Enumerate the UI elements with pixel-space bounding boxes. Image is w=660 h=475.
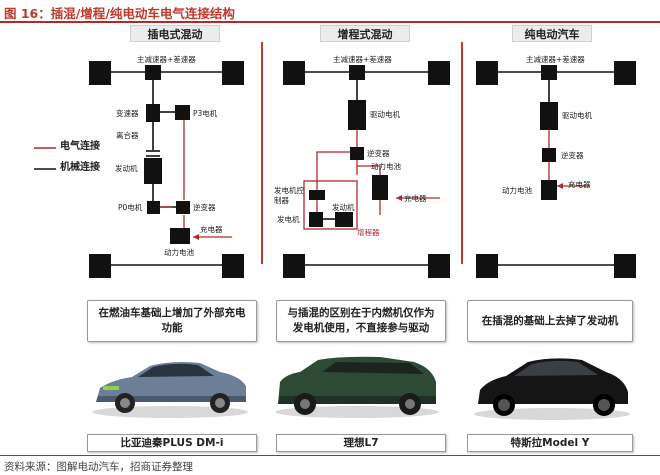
phev-inverter-label: 逆变器	[193, 203, 216, 212]
legend-electric-label: 电气连接	[60, 141, 100, 152]
erev-engine	[335, 212, 353, 227]
title-rule	[0, 21, 660, 23]
phev-car-image	[92, 362, 248, 418]
erev-car-name: 理想L7	[276, 434, 446, 452]
phev-p0-motor	[147, 201, 160, 214]
phev-mechanical-lines	[100, 71, 232, 266]
column-separator-2	[461, 42, 463, 264]
erev-electric-lines	[316, 130, 440, 215]
column-title-bev: 纯电动汽车	[512, 25, 592, 42]
erev-mechanical-lines	[294, 71, 438, 266]
phev-battery-label: 动力电池	[164, 248, 194, 257]
erev-battery	[372, 175, 388, 200]
phev-clutch	[146, 150, 160, 157]
phev-note: 在燃油车基础上增加了外部充电功能	[87, 300, 257, 342]
column-title-phev: 插电式混动	[130, 25, 220, 42]
column-title-erev: 增程式混动	[320, 25, 410, 42]
phev-wheel-front-left	[89, 61, 111, 85]
phev-inverter	[176, 201, 190, 214]
source-rule	[0, 455, 660, 456]
erev-generator	[309, 212, 323, 227]
phev-p0-motor-label: P0电机	[118, 203, 143, 212]
phev-main-reducer	[145, 65, 161, 80]
bev-drive-motor	[540, 102, 558, 130]
erev-engine-label: 发动机	[332, 203, 355, 212]
erev-wheel-rear-right	[428, 254, 450, 278]
phev-wheel-front-right	[222, 61, 244, 85]
bev-battery	[541, 180, 557, 200]
erev-generator-label: 发电机	[277, 215, 300, 224]
phev-wheel-rear-left	[89, 254, 111, 278]
phev-main-reducer-label: 主减速器+差速器	[137, 55, 196, 64]
erev-charger-arrow	[396, 195, 402, 201]
bev-wheel-rear-right	[614, 254, 636, 278]
phev-charger-arrow	[193, 234, 199, 240]
erev-range-extender-label: 增程器	[357, 228, 380, 237]
erev-wheel-front-right	[428, 61, 450, 85]
range-extender-box	[303, 180, 358, 230]
erev-gen-controller	[309, 190, 325, 200]
phev-car-name: 比亚迪秦PLUS DM-i	[87, 434, 257, 452]
phev-clutch-label: 离合器	[116, 131, 139, 140]
erev-wheel-rear-left	[283, 254, 305, 278]
erev-main-reducer-label: 主减速器+差速器	[333, 55, 392, 64]
phev-charger-label: 充电器	[200, 225, 223, 234]
erev-note-text: 与插混的区别在于内燃机仅作为发电机使用，不直接参与驱动	[287, 307, 435, 334]
phev-p3-motor-label: P3电机	[193, 109, 218, 118]
bev-charger-arrow	[557, 183, 563, 189]
figure-title: 图 16：插混/增程/纯电动车电气连接结构	[4, 6, 235, 21]
bev-main-reducer	[541, 65, 557, 80]
erev-drive-motor	[348, 100, 366, 130]
erev-gen-controller-label: 发电机控制器	[274, 186, 304, 205]
source-note: 资料来源：图解电动汽车，招商证券整理	[4, 461, 193, 473]
bev-note-text: 在插混的基础上去掉了发动机	[481, 314, 619, 327]
phev-note-text: 在燃油车基础上增加了外部充电功能	[98, 307, 246, 334]
phev-wheel-rear-right	[222, 254, 244, 278]
bev-wheel-rear-left	[476, 254, 498, 278]
bev-note: 在插混的基础上去掉了发动机	[467, 300, 633, 342]
erev-battery-label: 动力电池	[371, 162, 401, 171]
phev-engine	[144, 158, 162, 184]
erev-inverter-label: 逆变器	[367, 149, 390, 158]
phev-battery	[170, 228, 190, 244]
phev-transmission	[146, 104, 160, 122]
erev-drive-motor-label: 驱动电机	[370, 110, 400, 119]
bev-wheel-front-right	[614, 61, 636, 85]
bev-wheel-front-left	[476, 61, 498, 85]
bev-car-image	[474, 358, 630, 420]
bev-drive-motor-label: 驱动电机	[562, 111, 592, 120]
phev-transmission-label: 变速器	[116, 109, 139, 118]
erev-wheel-front-left	[283, 61, 305, 85]
bev-inverter-label: 逆变器	[561, 151, 584, 160]
bev-inverter	[542, 148, 556, 162]
erev-main-reducer	[349, 65, 365, 80]
bev-battery-label: 动力电池	[502, 186, 532, 195]
bev-charger-label: 充电器	[568, 180, 591, 189]
erev-charger-label: 充电器	[404, 194, 427, 203]
bev-main-reducer-label: 主减速器+差速器	[526, 55, 585, 64]
erev-inverter	[350, 147, 364, 160]
bev-car-name: 特斯拉Model Y	[467, 434, 633, 452]
erev-car-image	[275, 356, 439, 418]
phev-engine-label: 发动机	[115, 164, 138, 173]
erev-note: 与插混的区别在于内燃机仅作为发电机使用，不直接参与驱动	[276, 300, 446, 342]
column-separator-1	[261, 42, 263, 264]
phev-p3-motor	[175, 105, 190, 120]
legend-mechanical-label: 机械连接	[60, 162, 100, 173]
